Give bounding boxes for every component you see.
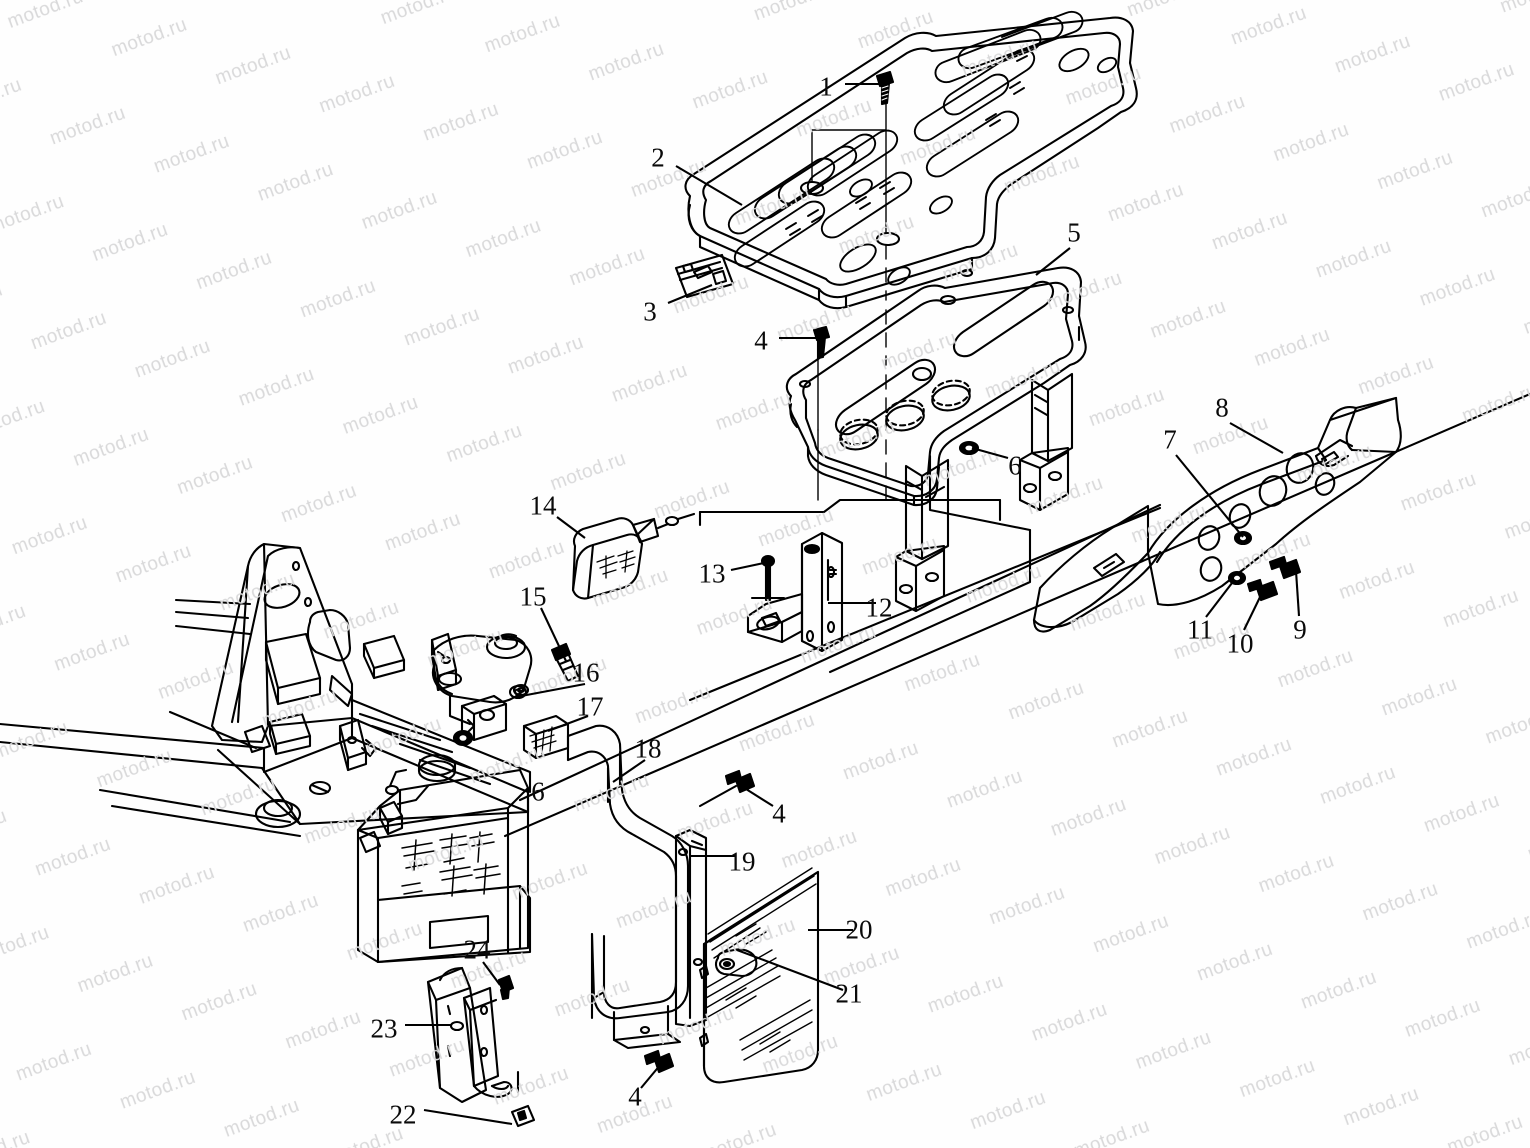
callout-number-hex-bolt-upper-step: 1 [819, 71, 833, 102]
callout-number-clip-nut: 22 [389, 1099, 417, 1130]
callout-number-step-stand-post: 19 [728, 846, 756, 877]
callout-number-mudflap-grommet: 21 [835, 978, 863, 1009]
callout-number-clamp-block: 17 [576, 691, 604, 722]
callout-number-step-plate-trim-strip: 3 [643, 296, 657, 327]
callout-number-lamp-screw: 13 [698, 558, 726, 589]
callout-number-mudguard-screw: 24 [463, 934, 491, 965]
callout-number-bolt-m8: 4 [772, 798, 786, 829]
callout-number-bumper-washer: 11 [1187, 614, 1213, 645]
callout-number-mudflap-panel: 20 [845, 914, 873, 945]
callout-number-nut-washer: 6 [1008, 450, 1022, 481]
callout-number-left-mudguard-bracket: 23 [370, 1013, 398, 1044]
callout-number-left-step-plate: 2 [651, 142, 665, 173]
callout-number-bent-handrail-tube: 18 [634, 733, 662, 764]
callout-number-marker-lamp: 14 [529, 490, 557, 521]
callout-number-bumper-mounting-nut: 7 [1163, 424, 1177, 455]
callout-number-right-step-plate-bracket: 5 [1067, 217, 1081, 248]
callout-number-bolt-m8: 4 [754, 325, 768, 356]
callout-number-nut-washer: 6 [531, 776, 545, 807]
callout-number-stud-bolt: 15 [519, 581, 547, 612]
callout-number-washer-small: 16 [572, 657, 600, 688]
callout-number-front-bumper-beam: 8 [1215, 392, 1229, 423]
callout-number-bumper-bolt-short: 10 [1226, 628, 1254, 659]
callout-number-bumper-bolt-long: 9 [1293, 614, 1307, 645]
callout-number-bolt-m8: 4 [628, 1081, 642, 1112]
callout-number-vertical-support-bracket: 12 [865, 592, 893, 623]
